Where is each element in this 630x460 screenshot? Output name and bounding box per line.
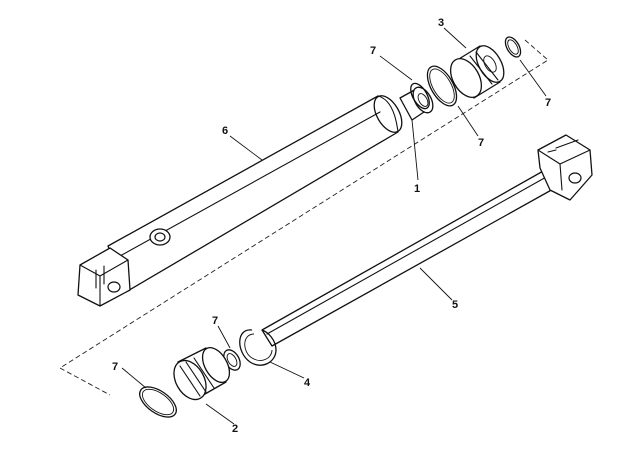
callout-7-mid: 7	[478, 137, 484, 149]
upper-piston	[449, 45, 505, 99]
callout-2: 2	[232, 423, 238, 435]
callout-3: 3	[438, 17, 444, 29]
seal-rings-upper	[410, 36, 522, 110]
callout-7-rod-ring: 7	[212, 315, 218, 327]
leader-lines	[121, 27, 547, 425]
callout-7-gland: 7	[370, 45, 376, 57]
callout-6: 6	[222, 125, 228, 137]
piston-rod	[261, 134, 593, 347]
lower-piston	[173, 347, 231, 401]
callout-1: 1	[414, 183, 420, 195]
callout-7-right: 7	[545, 97, 551, 109]
callout-5: 5	[452, 299, 458, 311]
callouts: 1 2 3 4 5 6 7 7 7 7 7	[112, 17, 551, 435]
cylinder-barrel	[77, 95, 403, 307]
seal-ring-lower-large	[139, 386, 177, 418]
snap-ring	[239, 329, 277, 366]
callout-4: 4	[304, 377, 311, 389]
callout-7-lower-left: 7	[112, 361, 118, 373]
assembly-guide-lines	[59, 39, 549, 396]
